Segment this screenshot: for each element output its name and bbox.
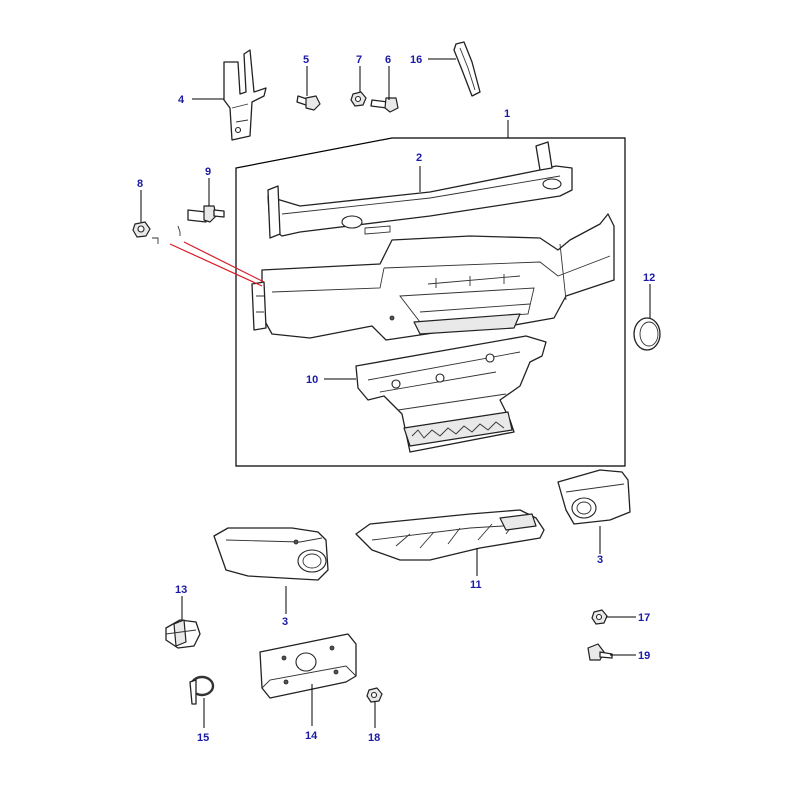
part-11-undertray[interactable]: [355, 509, 545, 561]
callout-11: 11: [470, 579, 482, 591]
part-9-stud[interactable]: [187, 205, 225, 223]
callout-leader-lines: [140, 58, 651, 728]
part-19-screw[interactable]: [587, 643, 613, 661]
part-13-clip[interactable]: [165, 619, 201, 649]
callout-7: 7: [356, 54, 362, 66]
callout-numbers: 1 2 3 3 4 5 6 7 8 9 10 11 12 13 14 15 16…: [137, 54, 655, 744]
part-3-end-cap-right[interactable]: [557, 469, 631, 525]
part-10-support-bracket[interactable]: [355, 335, 547, 453]
callout-12: 12: [643, 272, 655, 284]
dashed-fitting-guide: [152, 225, 181, 244]
part-2-reinforcement-beam[interactable]: [267, 141, 573, 239]
part-3-end-cap-left[interactable]: [213, 527, 329, 581]
callout-9: 9: [205, 166, 211, 178]
part-7-nut[interactable]: [350, 91, 367, 107]
callout-3-left: 3: [282, 616, 288, 628]
highlight-line-upper: [169, 243, 263, 287]
part-17-nut[interactable]: [591, 609, 608, 625]
part-8-nut[interactable]: [132, 221, 151, 238]
part-1-bumper-cover[interactable]: [251, 213, 615, 341]
part-15-cable-tie[interactable]: [189, 675, 215, 705]
callout-2: 2: [416, 152, 422, 164]
part-5-bolt[interactable]: [296, 95, 321, 111]
callout-19: 19: [638, 650, 650, 662]
callout-18: 18: [368, 732, 380, 744]
callout-16: 16: [410, 54, 422, 66]
callout-8: 8: [137, 178, 143, 190]
part-14-plate-plinth[interactable]: [259, 633, 357, 699]
part-6-bolt[interactable]: [370, 97, 399, 113]
highlight-leader-lines: [169, 241, 265, 287]
callout-10: 10: [306, 374, 318, 386]
part-16-trim-strip[interactable]: [453, 41, 481, 97]
callout-17: 17: [638, 612, 650, 624]
highlight-line-lower: [183, 241, 265, 283]
callout-13: 13: [175, 584, 187, 596]
part-4-bracket[interactable]: [223, 49, 267, 141]
callout-4: 4: [178, 94, 185, 106]
part-12-blanking-cap[interactable]: [633, 317, 661, 351]
callout-3-right: 3: [597, 554, 603, 566]
callout-14: 14: [305, 730, 318, 742]
part-18-nut[interactable]: [366, 687, 383, 703]
callout-15: 15: [197, 732, 209, 744]
callout-1: 1: [504, 108, 510, 120]
callout-5: 5: [303, 54, 309, 66]
callout-6: 6: [385, 54, 391, 66]
